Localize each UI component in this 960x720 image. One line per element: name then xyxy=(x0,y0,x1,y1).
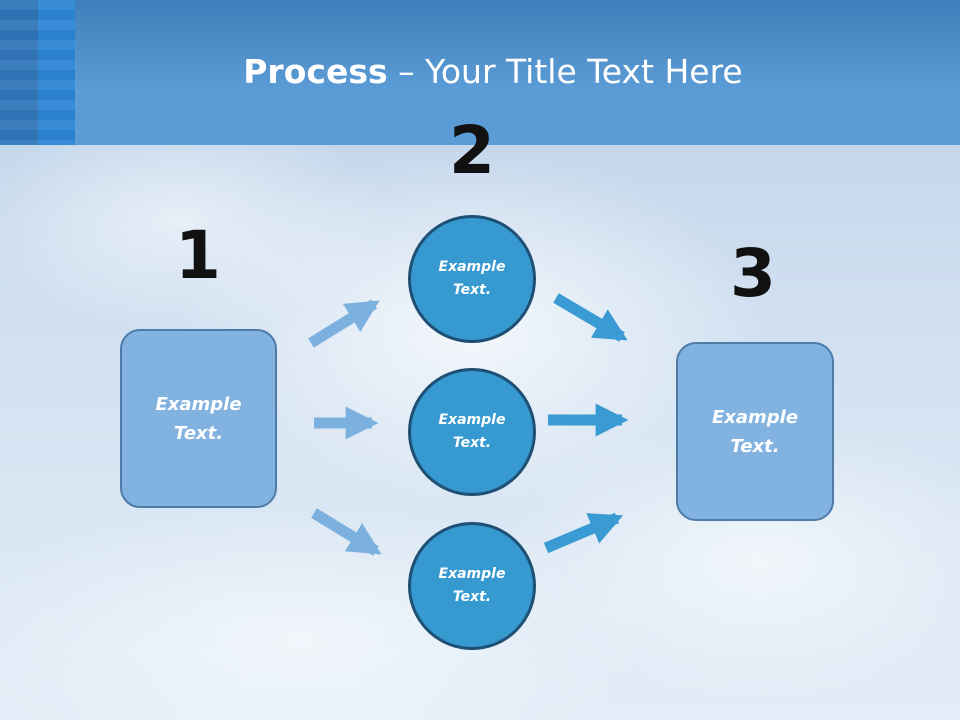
left-box-label: Example Text. xyxy=(155,393,242,444)
header-accent-stripe xyxy=(0,0,38,145)
arrow-left-to-bottom xyxy=(311,508,382,556)
right-box-label: Example Text. xyxy=(711,406,799,457)
header-accent-stripe-2 xyxy=(38,0,75,145)
arrow-top-to-right xyxy=(553,293,628,342)
circle-bottom[interactable]: Example Text. xyxy=(408,522,536,650)
circle-bottom-label: Example Text. xyxy=(438,566,506,605)
slide-title: Process – Your Title Text Here xyxy=(0,52,960,91)
step-number-2: 2 xyxy=(449,112,495,189)
title-bold: Process xyxy=(243,52,388,91)
right-box[interactable]: Example Text. xyxy=(676,342,834,521)
circle-middle-label: Example Text. xyxy=(438,412,506,451)
circle-top-label: Example Text. xyxy=(438,259,506,298)
step-number-3: 3 xyxy=(730,235,776,312)
header-accent-texture xyxy=(0,0,75,145)
arrow-left-to-top xyxy=(308,299,380,348)
circle-top[interactable]: Example Text. xyxy=(408,215,536,343)
step-number-1: 1 xyxy=(175,217,221,294)
title-rest: – Your Title Text Here xyxy=(387,52,743,91)
circle-middle[interactable]: Example Text. xyxy=(408,368,536,496)
header-band xyxy=(0,0,960,145)
arrow-bottom-to-right xyxy=(543,512,624,554)
left-box[interactable]: Example Text. xyxy=(120,329,277,508)
